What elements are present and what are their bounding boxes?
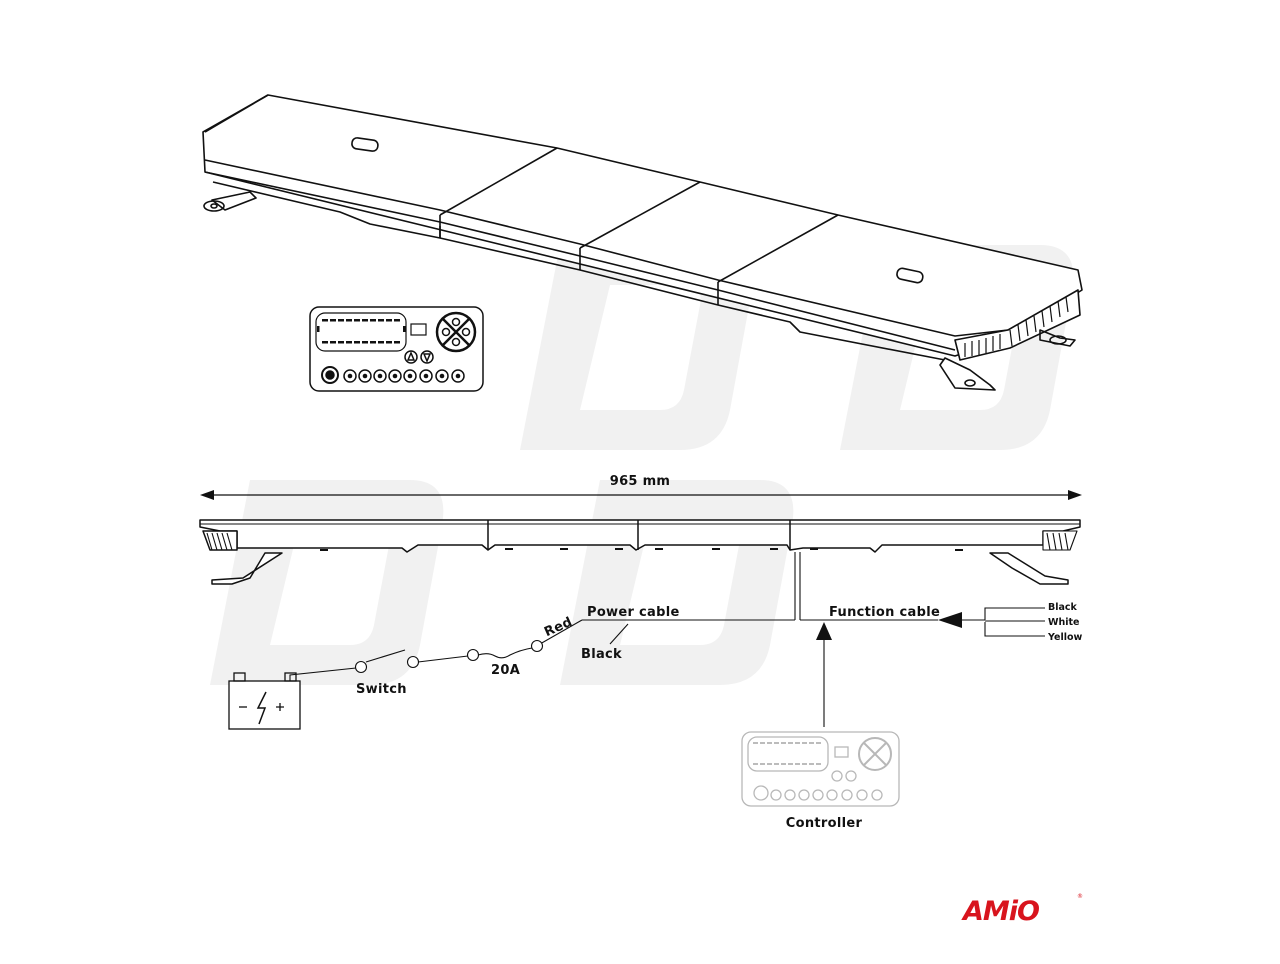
svg-text:AMiO: AMiO <box>961 896 1039 927</box>
fuse-label: 20A <box>491 663 520 678</box>
switch-label: Switch <box>356 682 407 697</box>
svg-text:®: ® <box>1077 893 1083 900</box>
brand-logo: AMiO ® <box>961 893 1083 927</box>
controller-label: Controller <box>786 816 863 831</box>
black-wire-label: Black <box>581 647 622 662</box>
wire-label-white: White <box>1048 617 1079 628</box>
wire-label-black: Black <box>1048 602 1078 613</box>
power-cable-label: Power cable <box>587 605 680 620</box>
arrowheads <box>816 612 962 640</box>
dimension-line <box>200 490 1082 500</box>
controller-illustration-faded <box>741 731 900 807</box>
light-bar-side-view <box>199 519 1081 585</box>
battery-icon <box>228 672 301 730</box>
function-cable-label: Function cable <box>829 605 940 620</box>
controller-illustration <box>309 306 484 392</box>
dimension-label: 965 mm <box>610 474 671 489</box>
light-bar-perspective <box>202 94 1083 391</box>
wire-label-yellow: Yellow <box>1047 632 1082 643</box>
wiring-diagram <box>289 552 1045 727</box>
